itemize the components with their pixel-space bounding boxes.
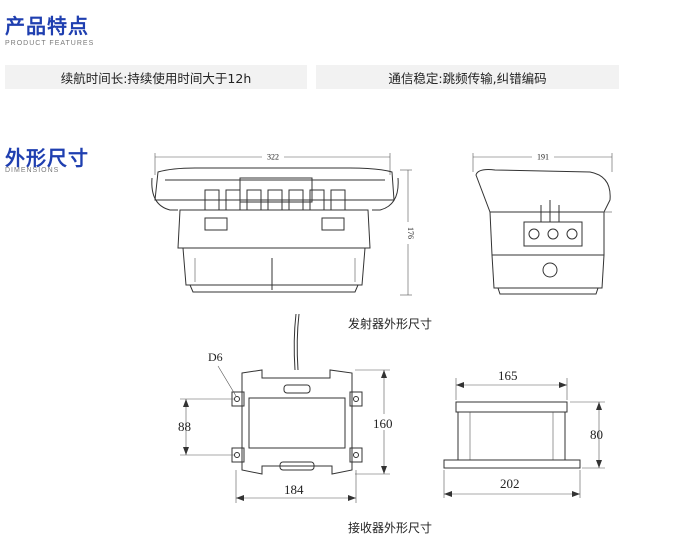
receiver-hole-label: D6 [208, 350, 223, 364]
transmitter-front-view: 322 176 [151, 151, 415, 296]
receiver-front-view: D6 88 160 184 [178, 313, 398, 503]
feature-battery: 续航时间长:持续使用时间大于12h [5, 65, 307, 89]
receiver-side-height-label: 80 [590, 427, 603, 442]
dimensions-title: 外形尺寸 [5, 146, 89, 170]
features-subtitle: PRODUCT FEATURES [5, 40, 95, 47]
receiver-top-width-label: 165 [498, 368, 518, 383]
transmitter-caption: 发射器外形尺寸 [348, 317, 433, 331]
feature-communication: 通信稳定:跳频传输,纠错编码 [316, 65, 619, 89]
receiver-side-view: 165 80 202 [443, 368, 605, 498]
dimensions-subtitle: DIMENSIONS [5, 167, 60, 174]
receiver-base-width-label: 202 [500, 476, 520, 491]
features-title: 产品特点 [5, 14, 89, 38]
receiver-height-label: 160 [373, 416, 393, 431]
transmitter-width-label: 322 [267, 153, 279, 162]
receiver-width-label: 184 [284, 482, 304, 497]
receiver-caption: 接收器外形尺寸 [348, 521, 433, 535]
receiver-hole-span-label: 88 [178, 419, 191, 434]
transmitter-height-label: 176 [406, 227, 415, 239]
transmitter-depth-label: 191 [537, 153, 549, 162]
transmitter-side-view: 191 [472, 151, 613, 295]
